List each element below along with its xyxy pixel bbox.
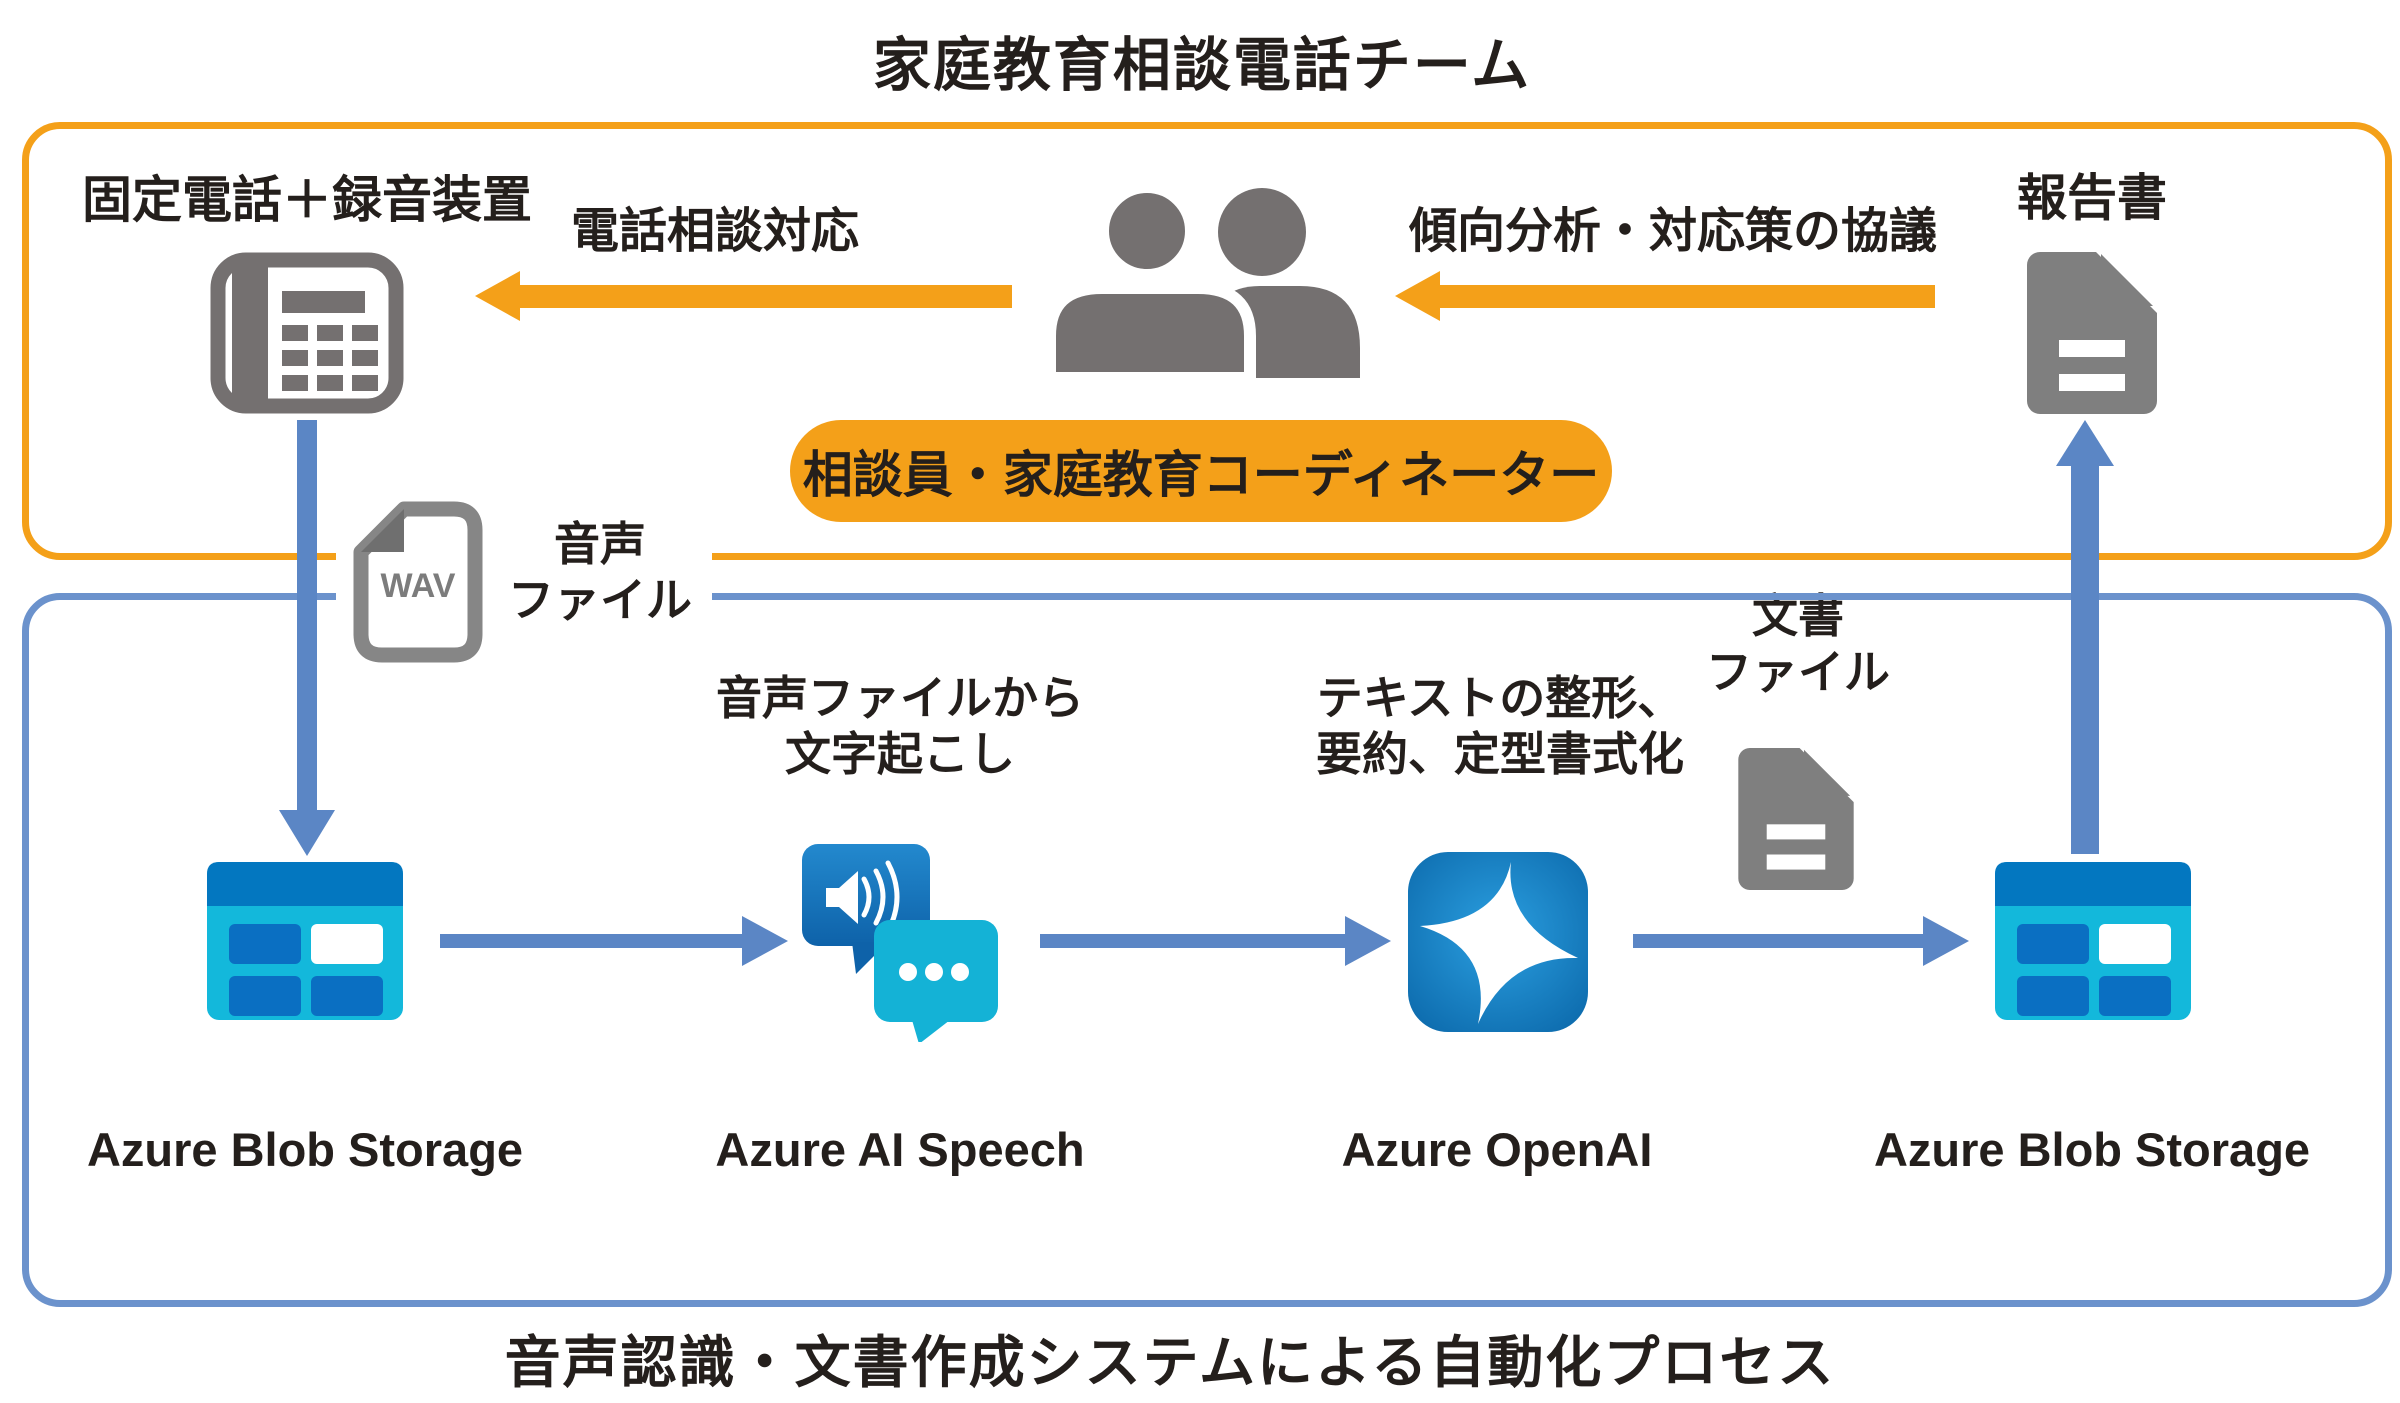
page-title: 家庭教育相談電話チーム — [872, 33, 1532, 98]
arrow-storage-to-report-head — [2056, 420, 2114, 466]
arrow-speech-to-openai-head — [1345, 916, 1391, 966]
arrow-analysis-head — [1395, 271, 1440, 321]
azure-ai-speech-icon — [800, 842, 1000, 1044]
arrow-storage-to-speech-head — [742, 916, 788, 966]
transcribe-caption: 音声ファイルから 文字起こし — [716, 672, 1084, 781]
consultants-people-icon — [1044, 183, 1360, 384]
phone-response-arrow-label: 電話相談対応 — [570, 205, 860, 258]
analysis-arrow-label: 傾向分析・対応策の協議 — [1408, 205, 1938, 258]
azure-blob-storage-icon-2 — [1995, 862, 2191, 1020]
arrow-storage-to-report-shaft — [2071, 464, 2099, 854]
arrow-phone-to-storage-head — [279, 810, 335, 856]
audio-file-label: 音声 ファイル — [508, 518, 692, 627]
team-section-box — [22, 122, 2392, 560]
landline-phone-icon — [210, 252, 404, 414]
arrow-phone-response-shaft — [518, 285, 1012, 308]
node-label-openai: Azure OpenAI — [1341, 1123, 1653, 1176]
arrow-storage-to-speech-shaft — [440, 934, 742, 948]
report-document-icon — [2027, 251, 2158, 414]
format-caption: テキストの整形、 要約、定型書式化 — [1316, 672, 1684, 781]
arrow-phone-response-head — [475, 271, 520, 321]
azure-blob-storage-icon-1 — [207, 862, 403, 1020]
arrow-phone-to-storage-shaft — [297, 420, 317, 812]
wav-file-type-text: WAV — [381, 567, 456, 605]
automation-section-box — [22, 593, 2392, 1307]
node-label-blob-storage-2: Azure Blob Storage — [1873, 1123, 2311, 1176]
azure-openai-icon — [1408, 852, 1588, 1032]
phone-label: 固定電話＋録音装置 — [82, 172, 532, 228]
bottom-title: 音声認識・文書作成システムによる自動化プロセス — [504, 1331, 1836, 1394]
arrow-analysis-shaft — [1438, 285, 1935, 308]
document-file-icon — [1730, 747, 1862, 890]
wav-file-icon: WAV — [352, 500, 484, 664]
arrow-speech-to-openai-shaft — [1040, 934, 1345, 948]
coordinator-badge: 相談員・家庭教育コーディネーター — [790, 420, 1612, 522]
node-label-blob-storage-1: Azure Blob Storage — [86, 1123, 524, 1176]
node-label-ai-speech: Azure AI Speech — [715, 1123, 1085, 1176]
report-label: 報告書 — [2017, 170, 2167, 226]
arrow-openai-to-storage-shaft — [1633, 934, 1923, 948]
arrow-openai-to-storage-head — [1923, 916, 1969, 966]
